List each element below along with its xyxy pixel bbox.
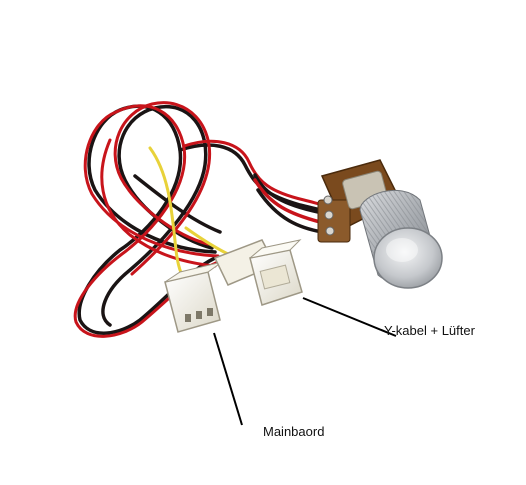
connector-fan <box>213 239 303 306</box>
connector-3pin <box>164 261 223 333</box>
wire-to-pot <box>253 173 324 234</box>
label-y-kabel-luefter: Y-kabel + Lüfter <box>384 323 475 338</box>
wire-loops-red <box>73 101 334 338</box>
knob <box>359 190 443 289</box>
pointer-line-ykabel <box>302 297 397 337</box>
label-mainboard: Mainbaord <box>263 424 325 439</box>
pointer-line-mainboard <box>213 332 243 426</box>
